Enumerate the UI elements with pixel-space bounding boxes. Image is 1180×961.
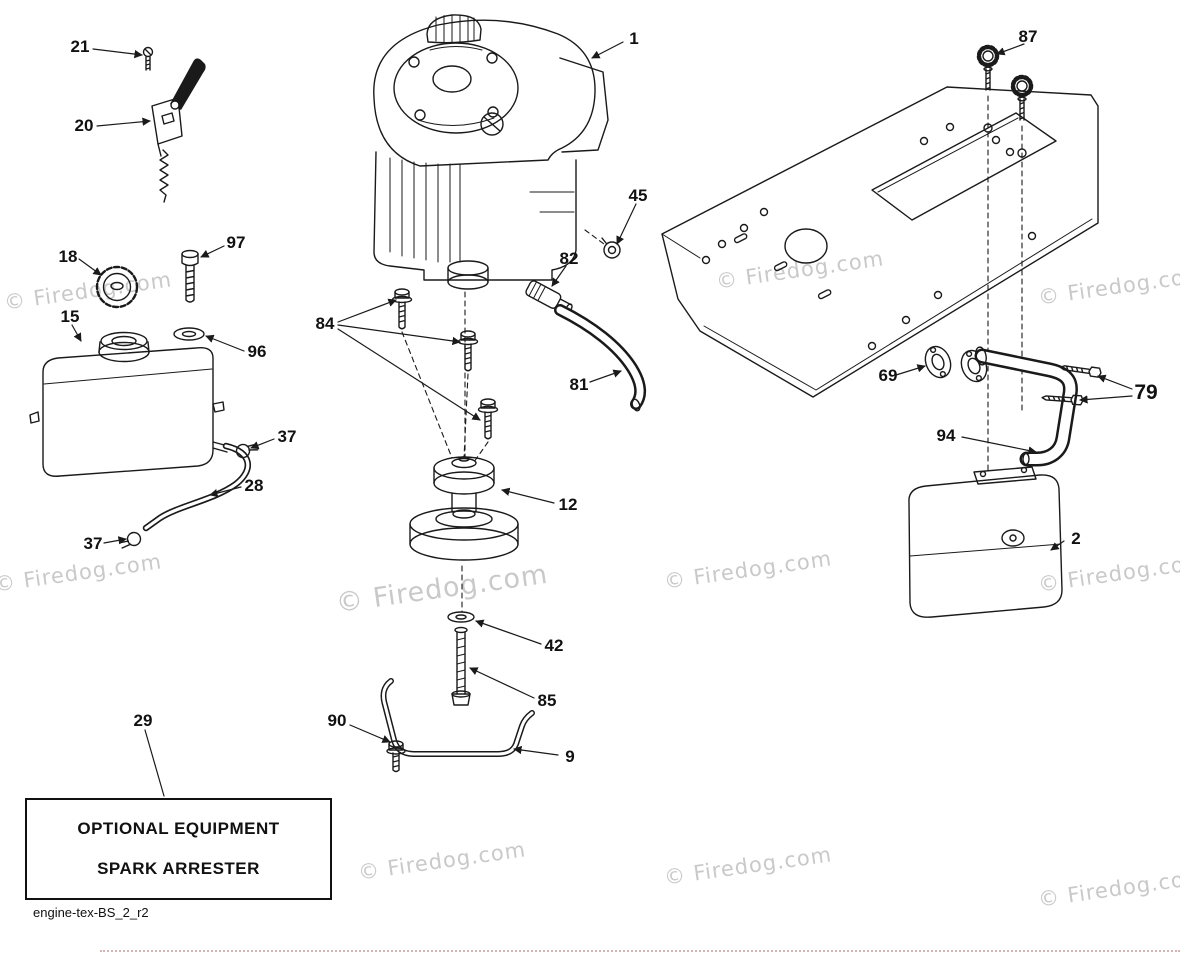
bolt-97-drawing [181, 249, 199, 303]
rod-9-drawing [380, 678, 535, 757]
throttle-control-drawing [142, 46, 206, 203]
engine-drawing [373, 14, 609, 290]
bushing-45-drawing [601, 237, 621, 259]
optional-equipment-note-box: OPTIONAL EQUIPMENT SPARK ARRESTER [25, 798, 332, 900]
washer-96-drawing [173, 327, 205, 341]
knob-bolts-87-drawing [979, 47, 1031, 120]
pulley-assembly-drawing [409, 456, 519, 561]
note-line-2: SPARK ARRESTER [97, 858, 260, 878]
clamp-37-lower-drawing [118, 530, 142, 551]
note-line-1: OPTIONAL EQUIPMENT [77, 819, 280, 839]
muffler-drawing [908, 466, 1063, 618]
drawing-code: engine-tex-BS_2_r2 [33, 905, 149, 920]
washer-42-drawing [447, 611, 475, 623]
screw-21-drawing [142, 46, 154, 71]
exhaust-pipe-drawing [974, 346, 1078, 467]
fuel-tank-drawing [29, 331, 229, 477]
fuel-cap-drawing [95, 265, 139, 309]
fuel-hose-81-drawing [554, 304, 647, 412]
callout-leader-lines [71, 41, 1133, 797]
bolt-90-drawing [386, 740, 406, 773]
assembly-dashed-lines [401, 95, 1023, 613]
engine-bolts-84-drawing [391, 288, 499, 440]
chassis-plate-drawing [661, 86, 1099, 398]
bolt-85-drawing [451, 626, 471, 706]
bottom-dotted-rule [100, 950, 1180, 952]
fuel-line-drawing [142, 442, 252, 532]
